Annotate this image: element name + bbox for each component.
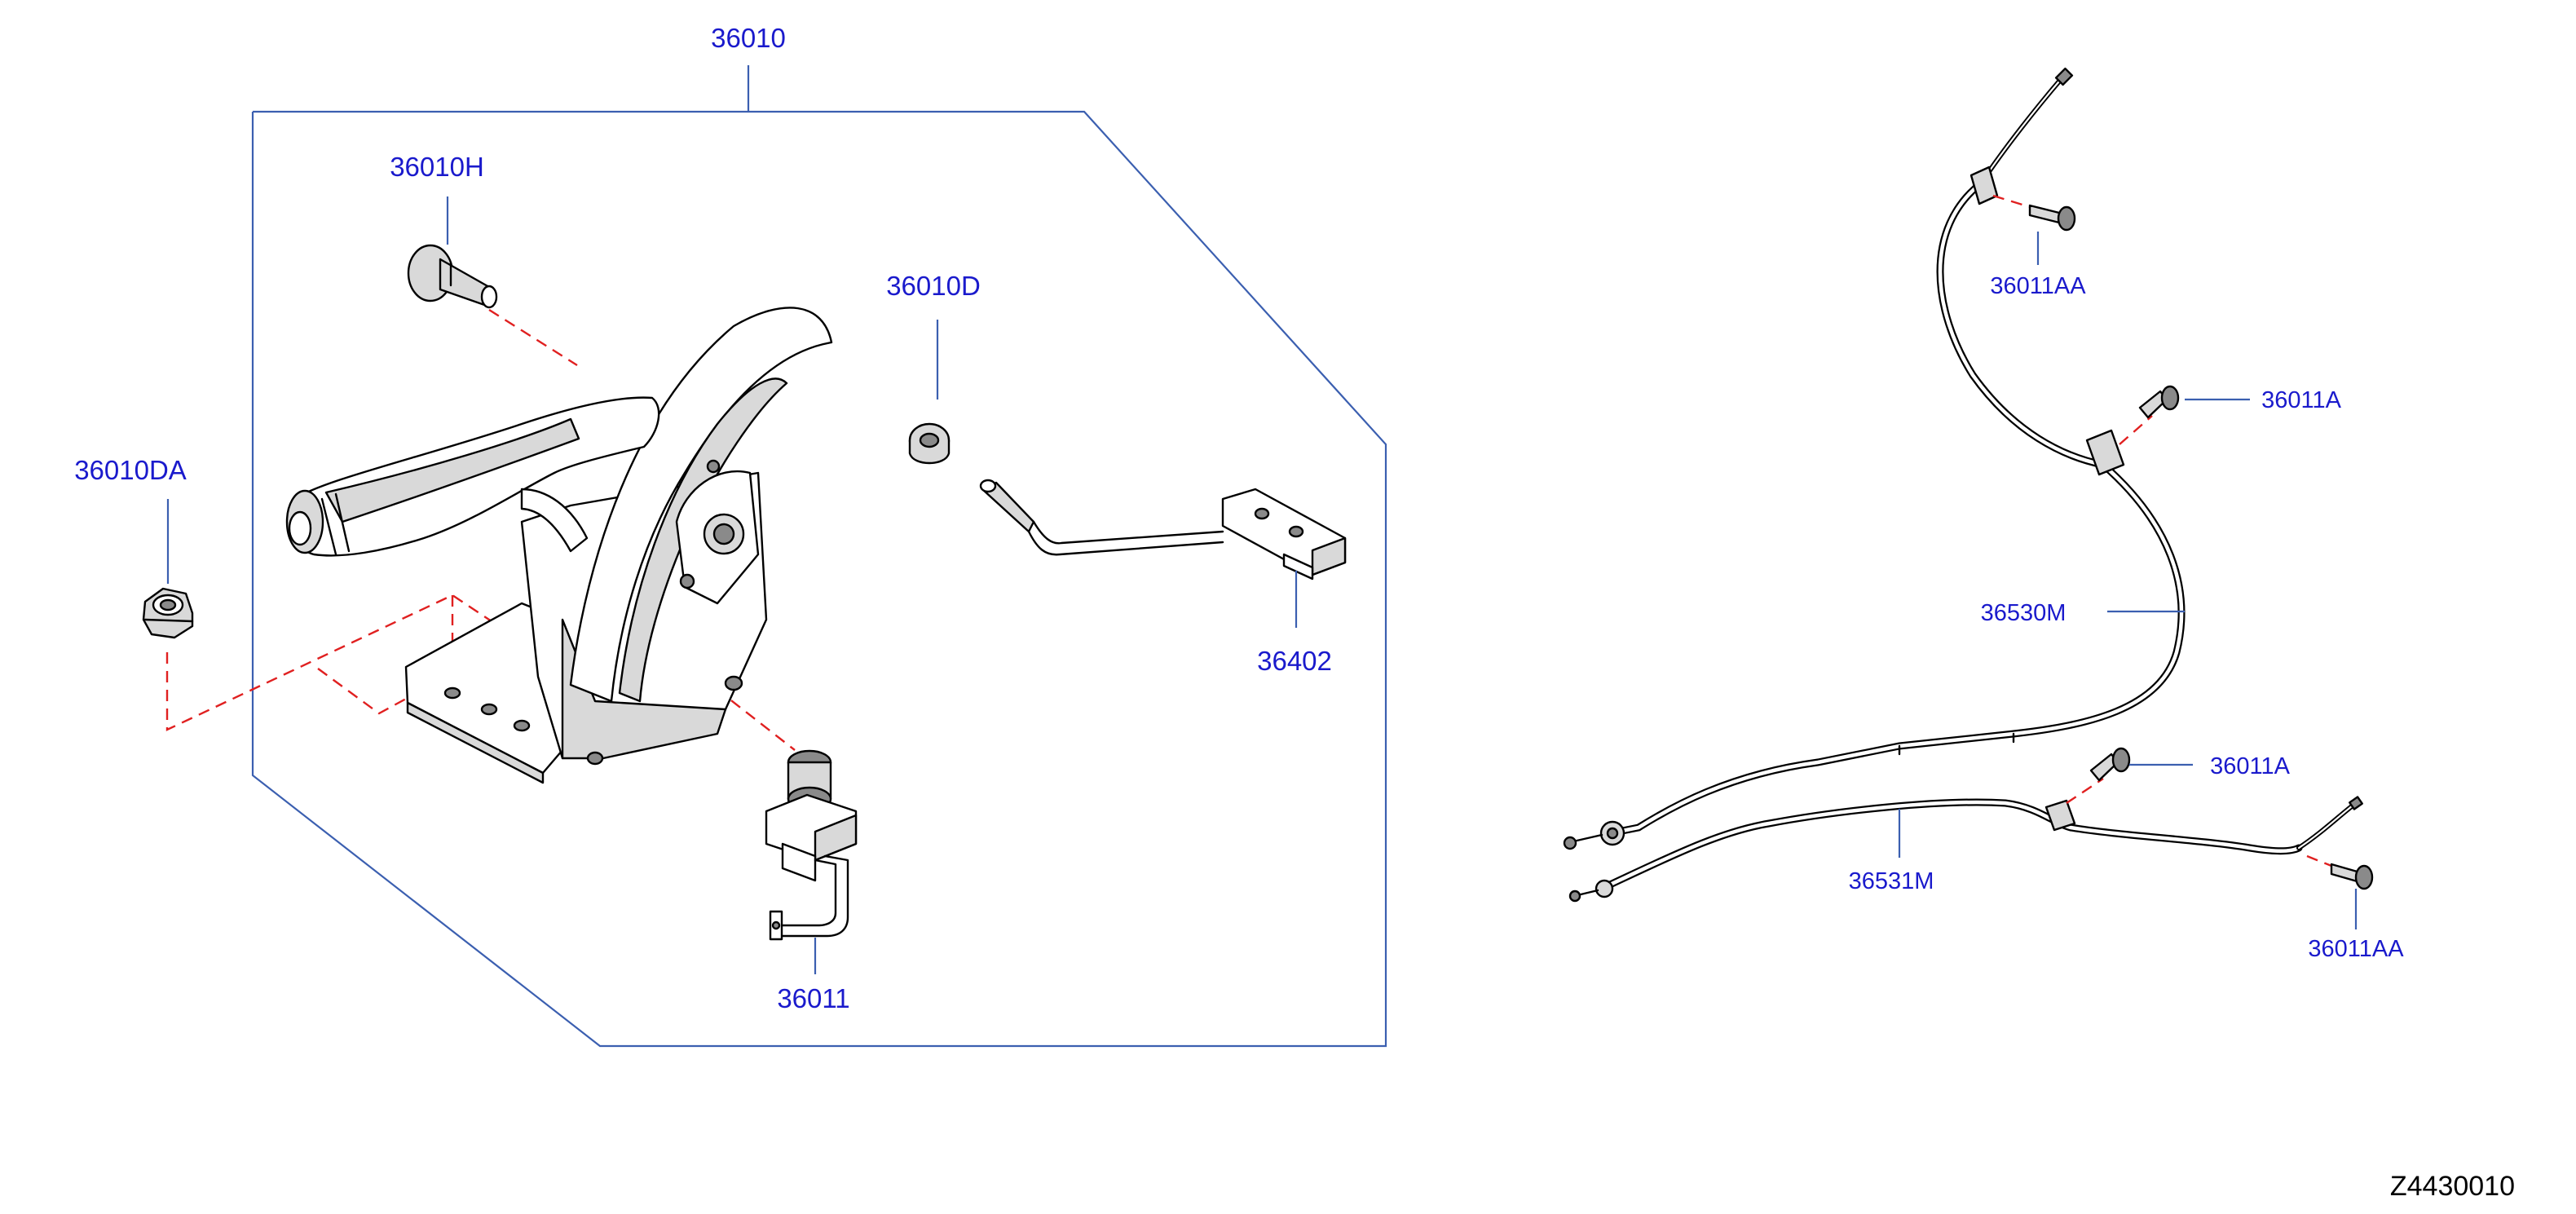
bolt-36011aa-bottom xyxy=(2306,854,2374,890)
bolt-36011a-lower xyxy=(2066,747,2131,804)
label-bolt-bottom: 36011AA xyxy=(2308,936,2404,962)
bracket-rod-36402 xyxy=(979,479,1347,581)
label-nut-left: 36010DA xyxy=(74,455,187,485)
parking-brake-lever xyxy=(285,307,833,784)
label-bolt-lower: 36011A xyxy=(2210,753,2290,779)
drawing-code: Z4430010 xyxy=(2390,1171,2515,1202)
bolt-36011a-mid xyxy=(2119,385,2180,445)
label-bracket-rod: 36402 xyxy=(1257,646,1332,676)
bolt-36011aa-top xyxy=(1992,194,2076,232)
label-bolt-top: 36011AA xyxy=(1990,273,2086,299)
label-rear-cable: 36531M xyxy=(1849,868,1934,894)
label-switch: 36011 xyxy=(777,983,849,1013)
switch-36011 xyxy=(765,749,858,941)
front-cable-36530m xyxy=(1563,67,2186,850)
bushing-36010d xyxy=(908,422,951,465)
label-assembly: 36010 xyxy=(711,23,786,53)
label-bolt: 36010H xyxy=(390,152,484,182)
assembly-boundary xyxy=(251,65,1387,1048)
label-bushing: 36010D xyxy=(886,271,981,301)
rear-cable-36531m xyxy=(1568,796,2363,903)
label-bolt-mid: 36011A xyxy=(2261,387,2341,413)
leader-lines xyxy=(166,196,2358,974)
label-front-cable: 36530M xyxy=(1981,600,2067,626)
bolt-36010h xyxy=(407,244,498,309)
nut-36010da xyxy=(142,587,194,639)
